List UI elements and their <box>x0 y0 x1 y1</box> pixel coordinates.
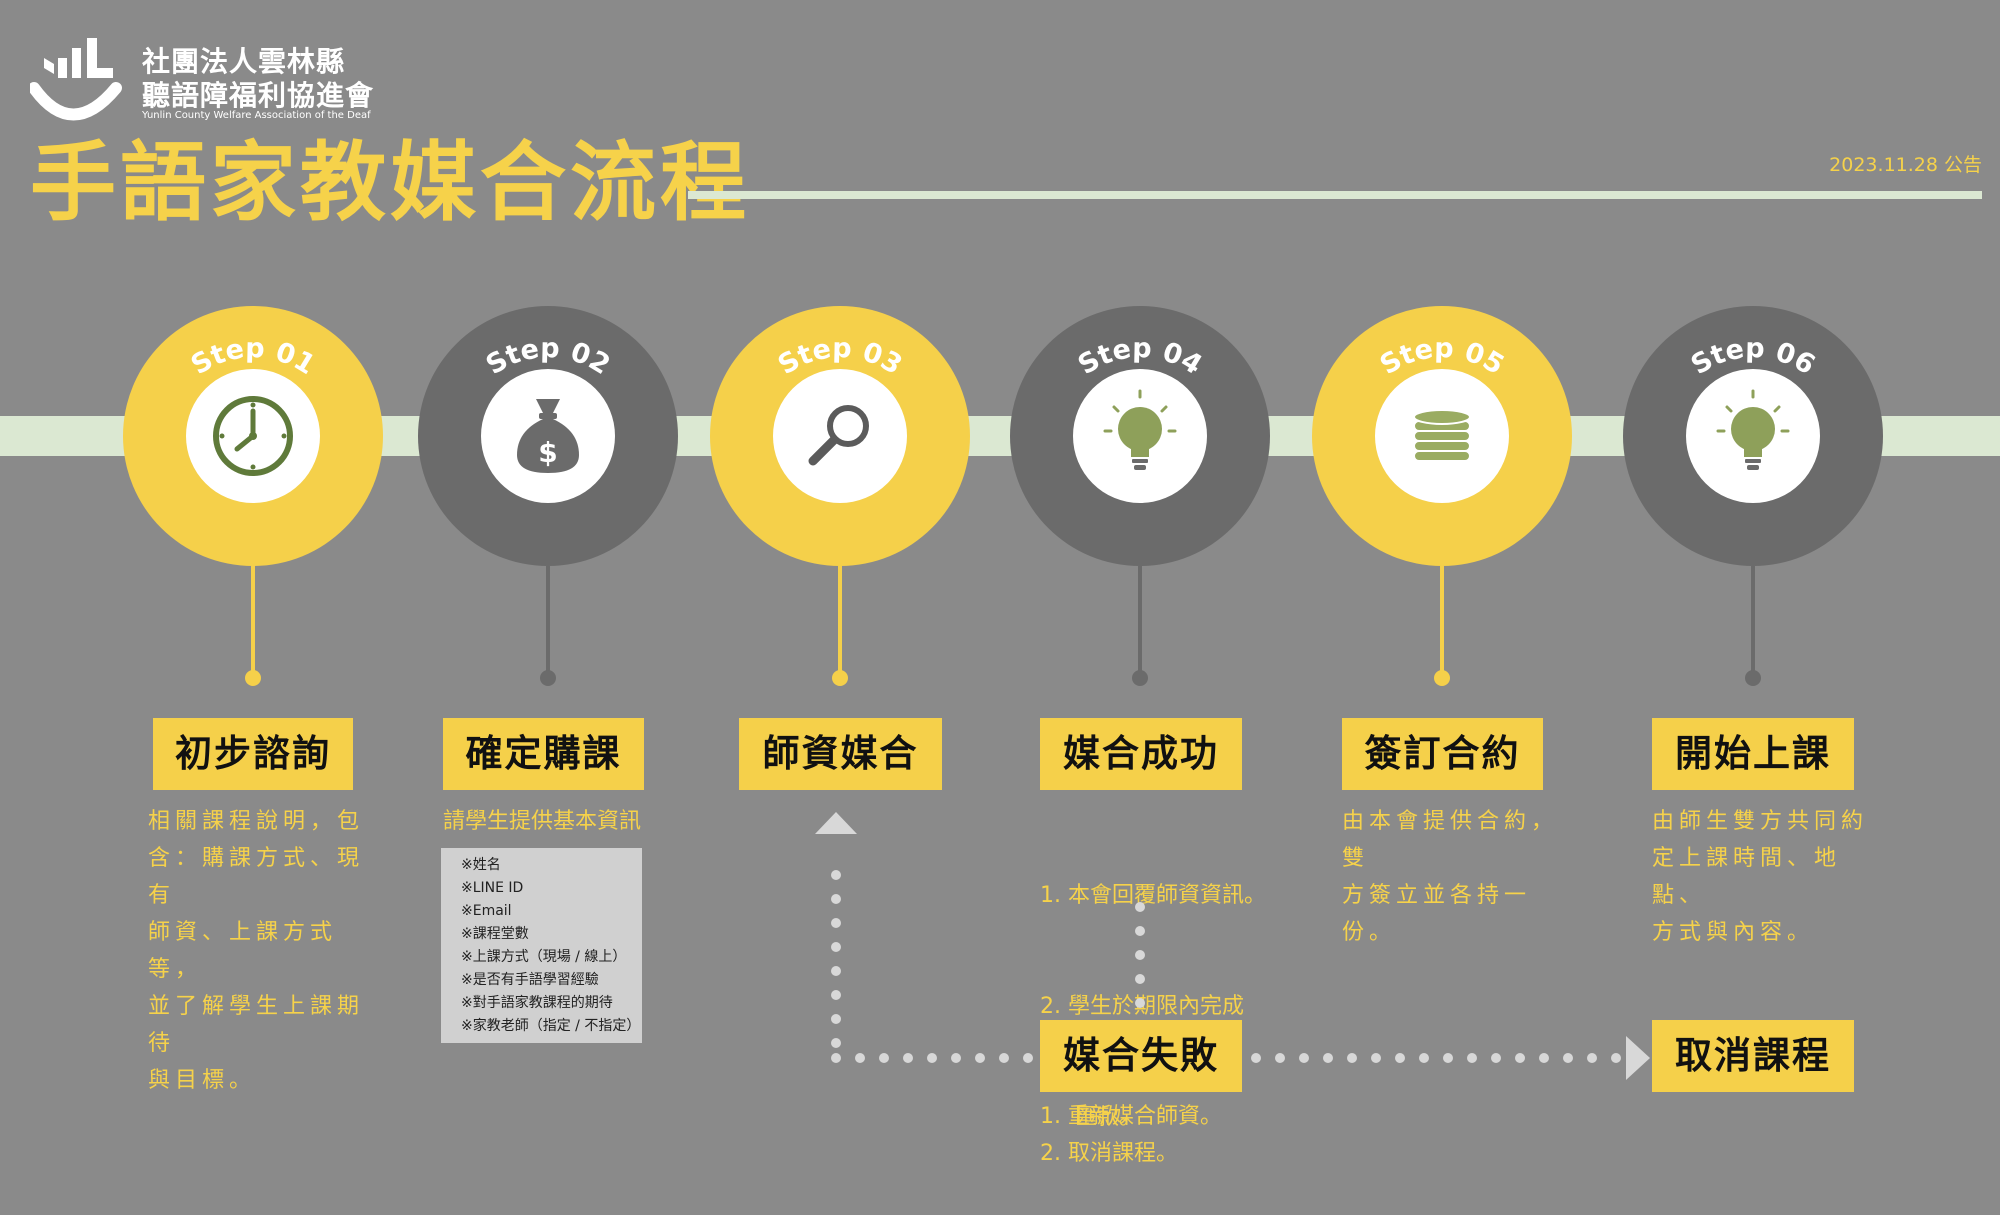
info-item: ※家教老師（指定 / 不指定） <box>461 1018 641 1034</box>
info-item: ※對手語家教課程的期待 <box>461 995 613 1011</box>
match-failed-description: 1. 重新媒合師資。 2. 取消課程。 <box>1040 1104 1222 1166</box>
page-title: 手語家教媒合流程 <box>30 133 750 233</box>
info-item: ※是否有手語學習經驗 <box>461 972 599 988</box>
lightbulb-icon <box>1103 389 1177 470</box>
step-02-title: 確定購課 <box>443 718 644 790</box>
step-icon-holder <box>773 369 907 503</box>
magnifier-icon <box>808 405 869 466</box>
step-icon-holder <box>1375 369 1509 503</box>
info-item: ※課程堂數 <box>461 926 529 942</box>
coins-icon <box>1413 409 1471 462</box>
step-icon-holder <box>1073 369 1207 503</box>
info-item: ※LINE ID <box>461 880 524 896</box>
org-logo-icon <box>28 38 122 121</box>
up-arrow-icon <box>815 812 857 834</box>
step-04-connector <box>1138 566 1142 676</box>
step-03-title: 師資媒合 <box>739 718 942 790</box>
right-arrow-icon <box>1626 1036 1650 1080</box>
step-05-title: 簽訂合約 <box>1342 718 1543 790</box>
info-item: ※Email <box>461 903 512 919</box>
step-02-dot <box>540 670 556 686</box>
announcement-date: 2023.11.28 公告 <box>1829 154 1982 176</box>
org-name-english: Yunlin County Welfare Association of the… <box>142 110 371 121</box>
step-06-description: 由師生雙方共同約 定上課時間、地點、 方式與內容。 <box>1652 809 1869 945</box>
org-name-line1: 社團法人雲林縣 <box>142 45 346 78</box>
step-01-dot <box>245 670 261 686</box>
money-bag-icon: $ <box>517 399 579 473</box>
org-logo-block: 社團法人雲林縣 聽語障福利協進會 Yunlin County Welfare A… <box>28 36 373 126</box>
step-03-circle: Step 03 <box>710 306 970 566</box>
step-icon-holder <box>186 369 320 503</box>
step-05-circle: Step 05 <box>1312 306 1572 566</box>
step-03-connector <box>838 566 842 676</box>
step-06-connector <box>1751 566 1755 676</box>
step-02-circle: Step 02 $ <box>418 306 678 566</box>
step-06-title: 開始上課 <box>1652 718 1854 790</box>
step-02-connector <box>546 566 550 676</box>
title-divider <box>688 191 1982 199</box>
step-06-circle: Step 06 <box>1623 306 1883 566</box>
step-01-title: 初步諮詢 <box>153 718 353 790</box>
svg-text:$: $ <box>538 436 557 469</box>
match-failed-box: 媒合失敗 <box>1040 1020 1242 1092</box>
step-05-dot <box>1434 670 1450 686</box>
step-06-dot <box>1745 670 1761 686</box>
cancel-course-box: 取消課程 <box>1652 1020 1854 1092</box>
step-01-description: 相關課程說明，包 含：購課方式、現有 師資、上課方式等， 並了解學生上課期待 與… <box>148 809 365 1093</box>
step-04-circle: Step 04 <box>1010 306 1270 566</box>
info-item: ※上課方式（現場 / 線上） <box>461 949 627 965</box>
step-02-description: 請學生提供基本資訊 <box>443 809 642 834</box>
step-04-title: 媒合成功 <box>1040 718 1242 790</box>
info-item: ※姓名 <box>461 857 501 873</box>
org-name-line2: 聽語障福利協進會 <box>142 79 375 112</box>
step-icon-holder <box>1686 369 1820 503</box>
step-01-circle: Step 01 <box>123 306 383 566</box>
lightbulb-icon <box>1716 389 1790 470</box>
step-05-description: 由本會提供合約，雙 方簽立並各持一份。 <box>1342 809 1559 945</box>
step-01-connector <box>251 566 255 676</box>
step-04-description: 1. 本會回覆師資資訊。 2. 學生於期限內完成 匯款。 <box>1040 883 1266 1130</box>
step-04-dot <box>1132 670 1148 686</box>
step-05-connector <box>1440 566 1444 676</box>
step-icon-holder: $ <box>481 369 615 503</box>
clock-icon <box>213 396 293 476</box>
step-03-dot <box>832 670 848 686</box>
required-info-box: ※姓名 ※LINE ID ※Email ※課程堂數 ※上課方式（現場 / 線上）… <box>441 848 642 1043</box>
